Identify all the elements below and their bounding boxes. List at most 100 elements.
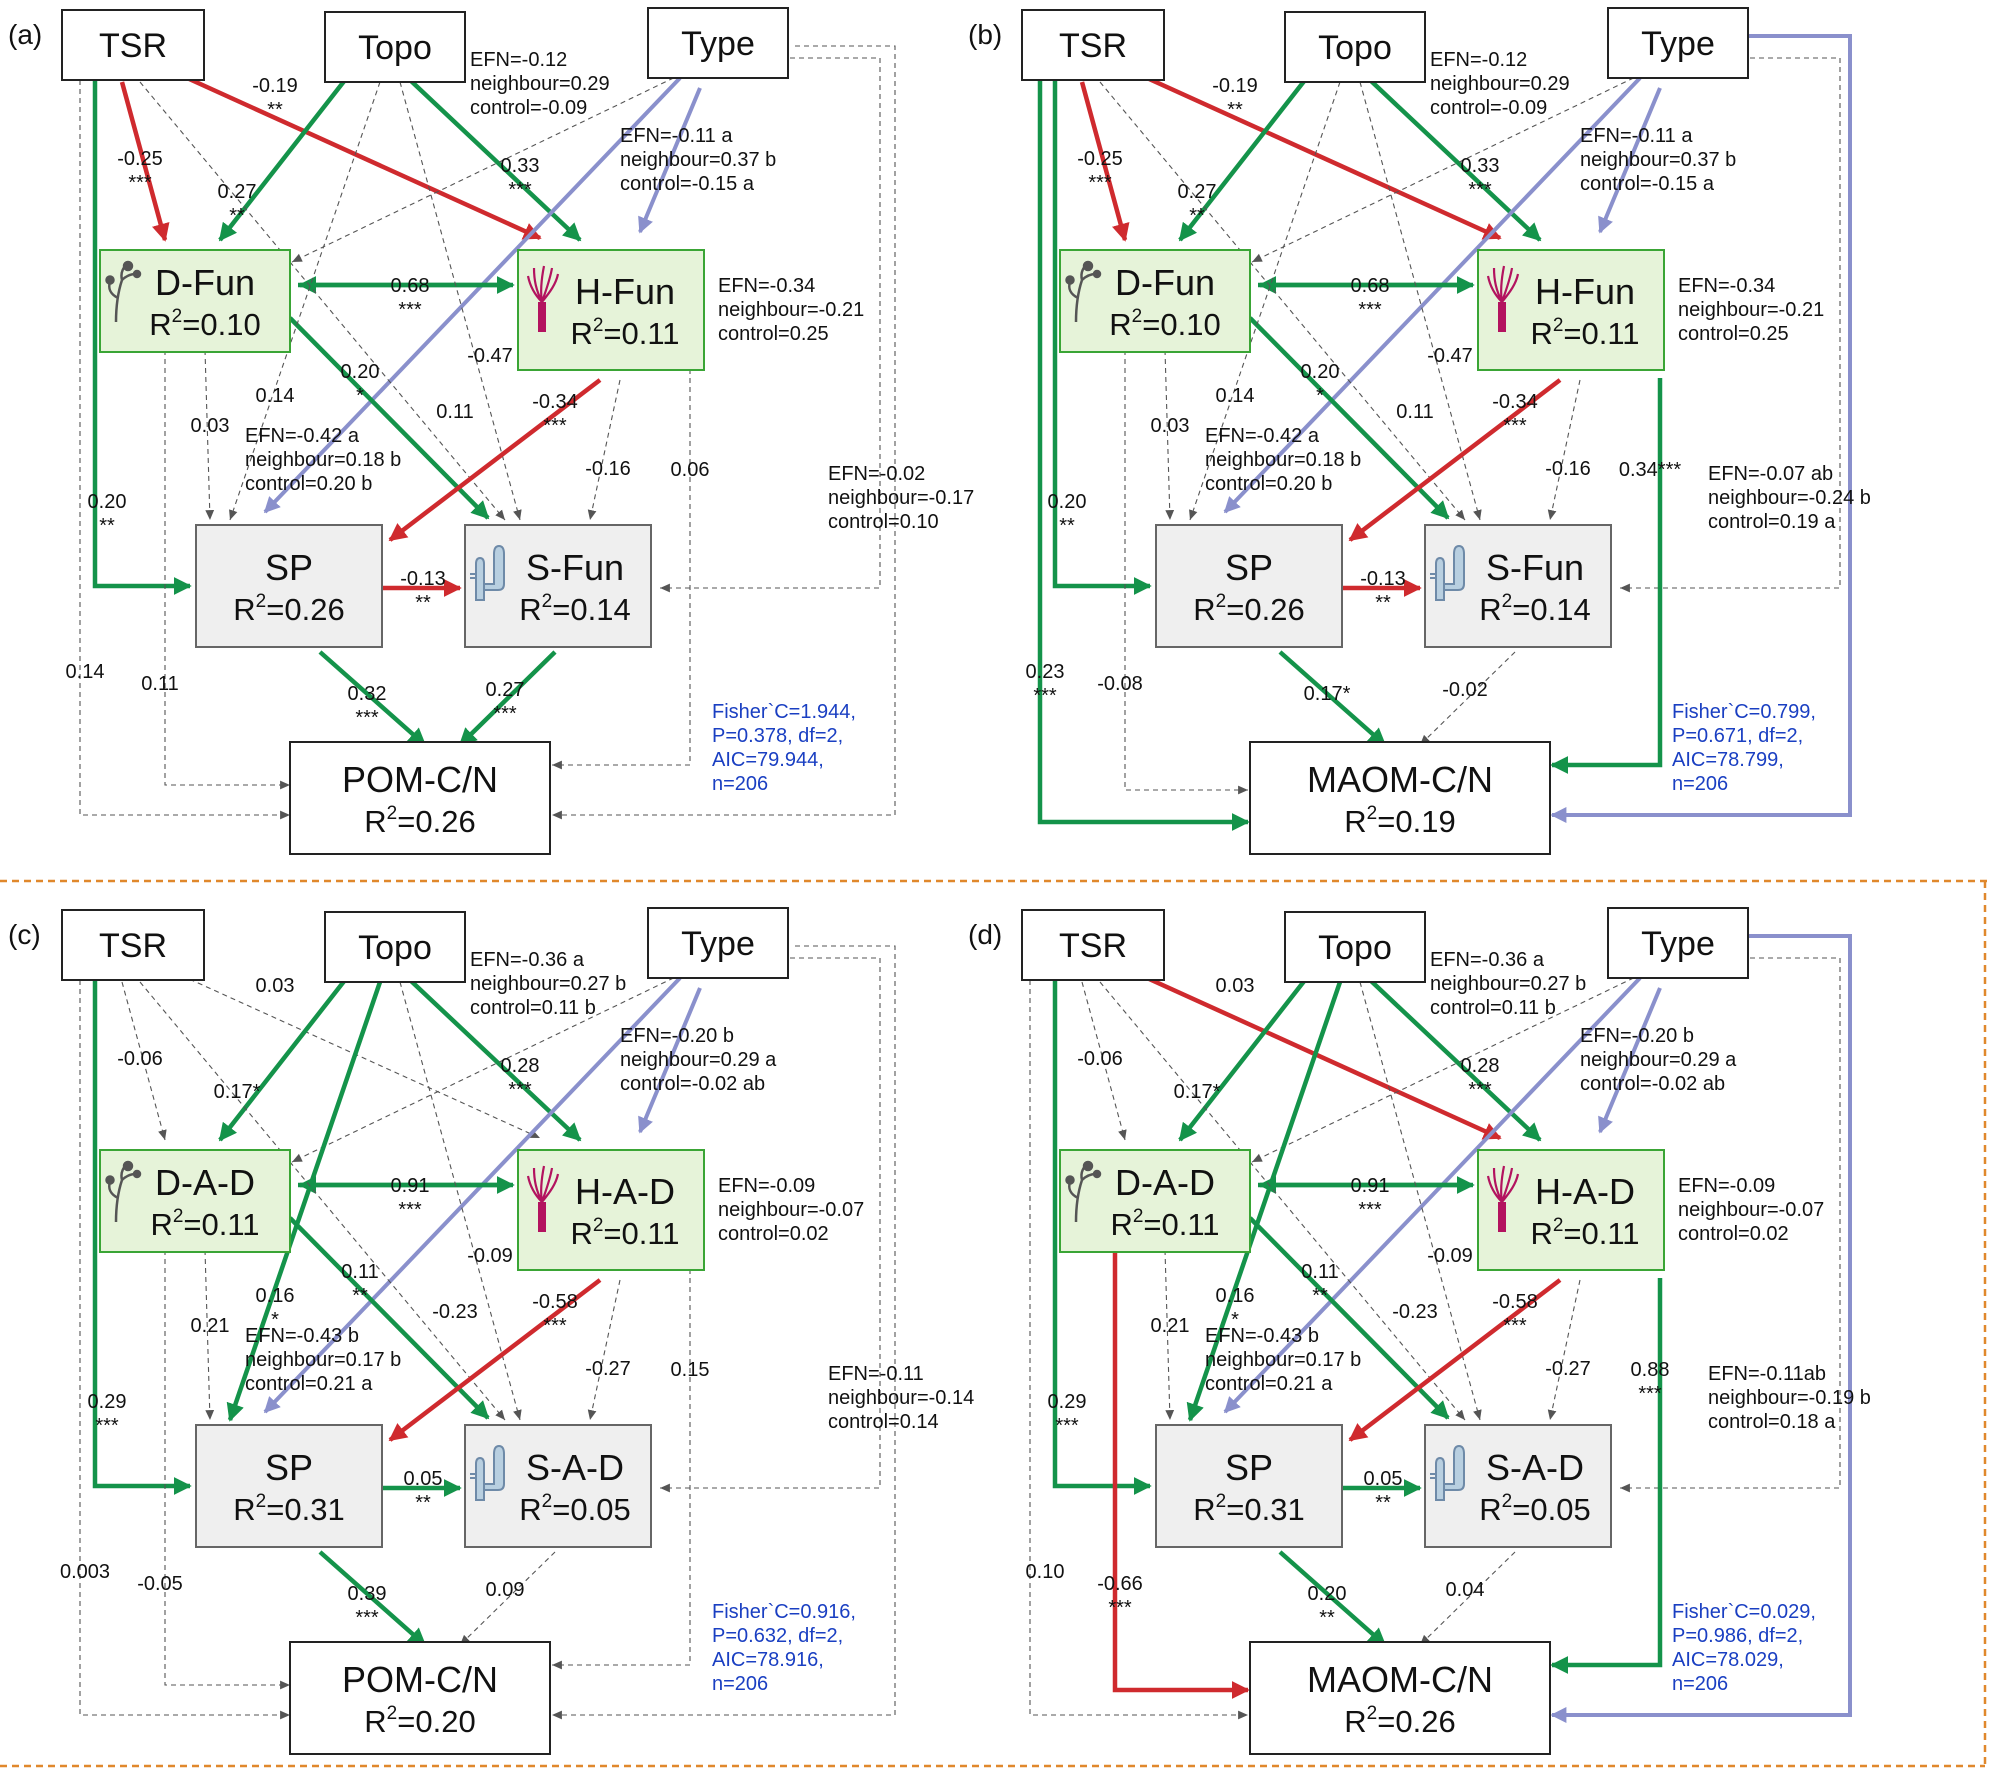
mushroom-coral-icon xyxy=(1486,265,1520,332)
path-d-s xyxy=(1248,1216,1450,1420)
d-r2: R2=0.10 xyxy=(1109,306,1220,342)
path-h-s xyxy=(587,1279,621,1421)
coef-sp_s: -0.13** xyxy=(400,568,446,614)
coef-tsr_d: -0.06 xyxy=(117,1048,163,1070)
tsr-label: TSR xyxy=(99,927,167,965)
coef-d_s: 0.11** xyxy=(1301,1261,1338,1307)
coef-sp_s: 0.05** xyxy=(404,1468,443,1514)
path-tsr-h xyxy=(164,967,541,1139)
tsr-label: TSR xyxy=(1059,27,1127,65)
path-tsr-out xyxy=(1037,80,1250,831)
s-r2: R2=0.05 xyxy=(519,1491,630,1527)
path-sp-out xyxy=(318,1550,427,1647)
coef-h_out: 0.06 xyxy=(671,459,710,481)
out-r2: R2=0.20 xyxy=(364,1703,475,1739)
path-topo-s xyxy=(399,981,522,1421)
coef-topo_h: 0.28*** xyxy=(501,1055,540,1101)
coef-tsr_out: 0.10 xyxy=(1026,1561,1065,1583)
path-type-h xyxy=(1598,87,1662,234)
topo-label: Topo xyxy=(1318,929,1392,967)
path-d-out xyxy=(1112,1250,1250,1699)
sp-box xyxy=(195,1424,383,1548)
coef-topo_d: 0.17* xyxy=(1174,1081,1221,1103)
h-r2: R2=0.11 xyxy=(1530,315,1639,351)
mushroom-coral-icon xyxy=(526,265,560,332)
sp-name: SP xyxy=(265,1447,313,1488)
coef-topo_d: 0.27** xyxy=(218,181,257,227)
coef-d_sp: 0.03 xyxy=(1151,415,1190,437)
coef-s_out: 0.09 xyxy=(486,1579,525,1601)
path-topo-s xyxy=(399,81,522,521)
coef-tsr_s: -0.47 xyxy=(467,345,513,367)
coef-tsr_s: -0.09 xyxy=(467,1245,513,1267)
h-name: H-Fun xyxy=(1535,271,1635,312)
path-tsr-sp xyxy=(92,80,192,595)
path-type-d xyxy=(1251,969,1651,1163)
s-name: S-Fun xyxy=(526,547,624,588)
coef-topo_sp: 0.14 xyxy=(1216,385,1255,407)
h-r2: R2=0.11 xyxy=(570,1215,679,1251)
type-label: Type xyxy=(1641,25,1715,63)
path-topo-s xyxy=(1359,981,1482,1421)
sp-r2: R2=0.31 xyxy=(1193,1491,1304,1527)
coef-tsr_h: -0.19** xyxy=(252,75,298,121)
coef-h_sp: -0.58*** xyxy=(532,1291,578,1337)
path-d-sp xyxy=(1164,349,1175,521)
coef-s_out: -0.02 xyxy=(1442,679,1488,701)
panel-label: (a) xyxy=(8,19,42,50)
coef-topo_s: -0.23 xyxy=(1392,1301,1438,1323)
path-d-out xyxy=(164,350,290,790)
hyphae-icon xyxy=(1065,1160,1102,1223)
out-name: MAOM-C/N xyxy=(1307,1659,1493,1700)
path-type-out xyxy=(1550,34,1852,823)
path-d-s xyxy=(288,316,490,520)
path-tsr-sp xyxy=(1052,980,1152,1495)
type-box xyxy=(1607,7,1749,79)
path-topo-d xyxy=(1178,978,1307,1142)
sp-box xyxy=(1155,524,1343,648)
out-name: POM-C/N xyxy=(342,759,498,800)
out-name: POM-C/N xyxy=(342,1659,498,1700)
tsr-box xyxy=(1021,9,1165,81)
type-box xyxy=(647,907,789,979)
d-r2: R2=0.10 xyxy=(149,306,260,342)
model-fit-statistics: Fisher`C=0.799,P=0.671, df=2,AIC=78.799,… xyxy=(1672,701,1816,795)
coef-d_s: 0.11** xyxy=(341,1261,378,1307)
d-r2: R2=0.11 xyxy=(150,1206,259,1242)
coef-topo_h: 0.33*** xyxy=(1461,155,1500,201)
hyphae-icon xyxy=(105,260,142,323)
path-tsr-h xyxy=(1124,65,1502,241)
path-type-sp xyxy=(1223,976,1642,1414)
d-r2: R2=0.11 xyxy=(1110,1206,1219,1242)
path-s-out xyxy=(459,1551,556,1646)
path-sp-out xyxy=(1278,650,1387,747)
path-tsr-d xyxy=(1081,981,1127,1141)
mushroom-coral-icon xyxy=(1486,1165,1520,1232)
out-name: MAOM-C/N xyxy=(1307,759,1493,800)
path-type-s xyxy=(1620,57,1841,593)
coef-d_out: 0.11 xyxy=(141,673,178,695)
path-topo-d xyxy=(1178,78,1307,242)
coef-sp_out: 0.20** xyxy=(1308,1583,1347,1629)
coef-h_s: -0.27 xyxy=(585,1358,631,1380)
coef-tsr_h: 0.03 xyxy=(1216,975,1255,997)
hyphae-icon xyxy=(470,544,505,601)
coef-tsr_out: 0.14 xyxy=(66,661,105,683)
path-type-d xyxy=(291,69,691,263)
coef-d_h: 0.91*** xyxy=(391,1175,430,1221)
panel-label: (c) xyxy=(8,919,41,950)
out-box xyxy=(289,741,551,855)
coef-tsr_h: -0.19** xyxy=(1212,75,1258,121)
path-type-sp xyxy=(1223,76,1642,514)
d-name: D-A-D xyxy=(155,1162,255,1203)
topo-box xyxy=(324,911,466,983)
path-d-out xyxy=(1124,350,1248,795)
coef-h_sp: -0.58*** xyxy=(1492,1291,1538,1337)
